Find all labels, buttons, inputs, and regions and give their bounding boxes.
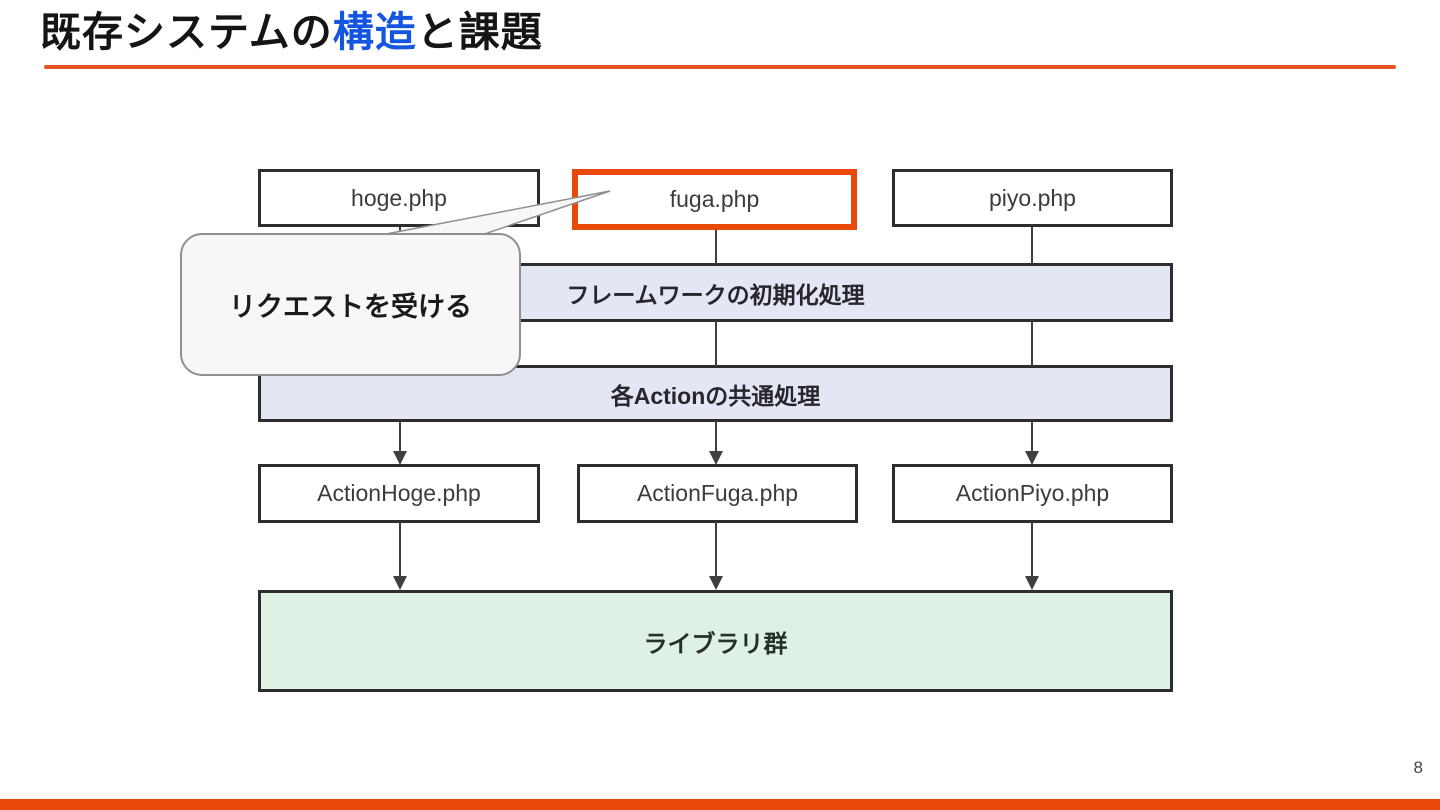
callout-label: リクエストを受ける xyxy=(229,292,472,322)
action-box-fuga: ActionFuga.php xyxy=(577,464,858,523)
entry-box-piyo: piyo.php xyxy=(892,169,1173,227)
title-highlight: 構造 xyxy=(332,9,417,55)
action-box-fuga-label: ActionFuga.php xyxy=(636,480,799,506)
entry-box-fuga-highlighted: fuga.php xyxy=(572,169,857,230)
callout-bubble: リクエストを受ける xyxy=(180,233,521,376)
arrowhead xyxy=(709,451,723,465)
page-title: 既存システムの構造と課題 xyxy=(40,8,543,57)
arrowhead xyxy=(1025,451,1039,465)
entry-box-piyo-label: piyo.php xyxy=(989,184,1076,211)
title-suffix: と課題 xyxy=(416,9,543,55)
library-layer-label: ライブラリ群 xyxy=(643,630,788,658)
footer-accent-bar xyxy=(0,799,1440,810)
arrowhead xyxy=(709,576,723,590)
action-common-layer: 各Actionの共通処理 xyxy=(258,365,1173,422)
entry-box-fuga-label: fuga.php xyxy=(669,186,760,212)
title-prefix: 既存システムの xyxy=(40,9,333,55)
action-box-piyo-label: ActionPiyo.php xyxy=(955,480,1110,506)
action-box-hoge-label: ActionHoge.php xyxy=(317,480,481,506)
library-layer-box: ライブラリ群 xyxy=(258,590,1173,692)
arrowhead xyxy=(393,451,407,465)
action-box-hoge: ActionHoge.php xyxy=(258,464,540,523)
action-common-layer-label: 各Actionの共通処理 xyxy=(610,382,821,409)
action-box-piyo: ActionPiyo.php xyxy=(892,464,1173,523)
page-number: 8 xyxy=(1413,758,1423,777)
title-underline xyxy=(44,65,1396,69)
entry-box-hoge: hoge.php xyxy=(258,169,540,227)
framework-init-layer-label: フレームワークの初期化処理 xyxy=(566,281,865,308)
arrowhead xyxy=(1025,576,1039,590)
entry-box-hoge-label: hoge.php xyxy=(351,184,447,211)
arrowhead xyxy=(393,576,407,590)
